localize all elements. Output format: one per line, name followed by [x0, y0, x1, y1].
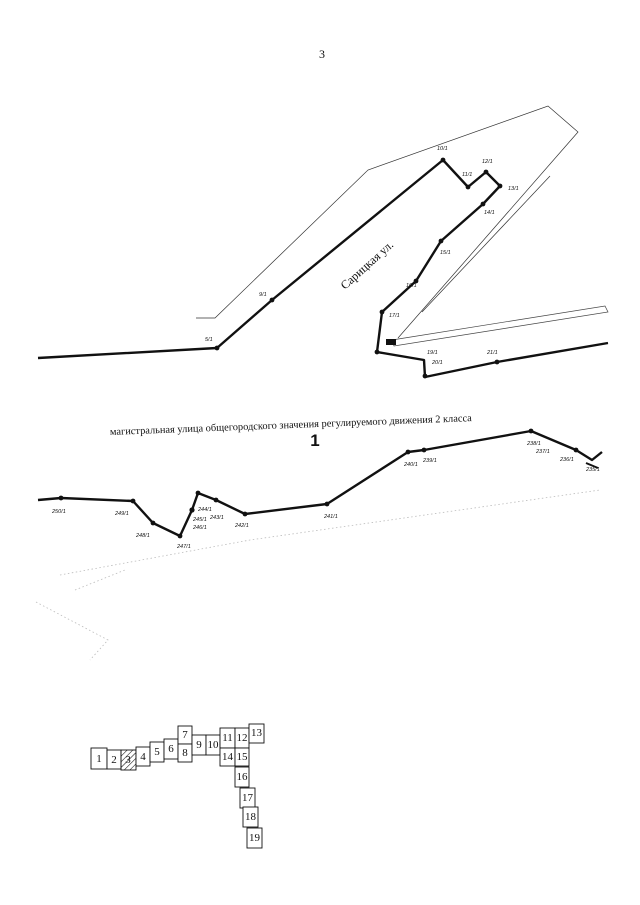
- sheet-10: 10: [205, 734, 221, 756]
- street-name: Сарицкая ул.: [338, 238, 397, 293]
- point-label-235-1: 235/1: [585, 467, 600, 473]
- point-label-13-1: 13/1: [508, 186, 519, 192]
- lower-point-markers: [58, 428, 579, 539]
- sheet-7: 7: [177, 725, 193, 745]
- sheet-9-label: 9: [196, 739, 202, 751]
- point-label-240-1: 240/1: [403, 462, 418, 468]
- side-road: [391, 305, 609, 347]
- sheet-13: 13: [248, 723, 265, 744]
- point-label-242-1: 242/1: [234, 523, 249, 529]
- sheet-8: 8: [177, 743, 193, 763]
- red-line-west: [37, 158, 609, 379]
- sheet-17-label: 17: [242, 792, 254, 804]
- point-label-20-1: 20/1: [431, 360, 443, 366]
- upper-point-markers: [214, 157, 503, 379]
- corridor-outline-left: [196, 105, 579, 339]
- sheet-8-label: 8: [182, 747, 188, 759]
- sheet-14-label: 14: [222, 751, 234, 763]
- section-number: 1: [310, 431, 319, 450]
- sheet-12: 12: [234, 727, 250, 749]
- sheet-4-label: 4: [140, 751, 146, 763]
- point-label-16-1: 16/1: [406, 283, 417, 289]
- sheet-1: 1: [90, 747, 108, 770]
- red-line-south-end: [585, 462, 599, 469]
- sheet-5-label: 5: [154, 746, 160, 758]
- sheet-2-label: 2: [111, 754, 117, 766]
- point-label-237-1: 237/1: [535, 449, 550, 455]
- sheet-index: 1 2 3 4 5 6 7 8 9 10 11 12 13 14 15 16 1…: [90, 723, 265, 849]
- sheet-15-label: 15: [237, 751, 249, 763]
- point-label-245-1: 245/1: [192, 517, 207, 523]
- point-label-248-1: 248/1: [135, 533, 150, 539]
- sheet-13-label: 13: [251, 727, 263, 739]
- point-label-21-1: 21/1: [486, 350, 498, 356]
- sheet-19: 19: [246, 827, 263, 849]
- point-label-9-1: 9/1: [259, 292, 267, 298]
- sheet-6: 6: [163, 738, 179, 760]
- sheet-11-label: 11: [222, 732, 233, 744]
- point-label-249-1: 249/1: [114, 511, 129, 517]
- point-label-236-1: 236/1: [559, 457, 574, 463]
- point-label-10-1: 10/1: [437, 146, 448, 152]
- sheet-17: 17: [239, 787, 256, 809]
- sheet-18-label: 18: [245, 811, 257, 823]
- faint-background-lines: [35, 489, 601, 661]
- sheet-12-label: 12: [237, 732, 248, 744]
- sheet-4: 4: [135, 746, 151, 767]
- point-label-12-1: 12/1: [482, 159, 493, 165]
- point-label-5-1: 5/1: [205, 337, 213, 343]
- sheet-18: 18: [242, 806, 259, 828]
- sheet-11: 11: [219, 727, 236, 749]
- sheet-19-label: 19: [249, 832, 261, 844]
- point-label-241-1: 241/1: [323, 514, 338, 520]
- point-label-239-1: 239/1: [422, 458, 437, 464]
- point-label-11-1: 11/1: [462, 172, 472, 178]
- point-label-17-1: 17/1: [389, 313, 400, 319]
- sheet-16: 16: [234, 766, 250, 788]
- sheet-1-label: 1: [96, 753, 102, 765]
- sheet-3-current: 3: [120, 749, 137, 771]
- sheet-10-label: 10: [208, 739, 220, 751]
- sheet-5: 5: [149, 741, 165, 763]
- sheet-9: 9: [191, 734, 207, 756]
- point-label-244-1: 244/1: [197, 507, 212, 513]
- road-caption: магистральная улица общегородского значе…: [110, 413, 473, 438]
- corridor-outline-right: [421, 175, 551, 313]
- point-label-15-1: 15/1: [440, 250, 451, 256]
- sheet-6-label: 6: [168, 743, 174, 755]
- sheet-3-label: 3: [125, 754, 131, 766]
- point-label-250-1: 250/1: [51, 509, 66, 515]
- point-label-238-1: 238/1: [526, 441, 541, 447]
- sheet-7-label: 7: [182, 729, 188, 741]
- point-label-246-1: 246/1: [192, 525, 207, 531]
- point-label-19-1: 19/1: [427, 350, 438, 356]
- red-line-south: [37, 429, 603, 538]
- sheet-14: 14: [219, 747, 236, 767]
- sheet-15: 15: [234, 747, 250, 767]
- page-number: 3: [319, 47, 325, 61]
- sheet-2: 2: [106, 749, 122, 770]
- sheet-16-label: 16: [237, 771, 249, 783]
- point-label-14-1: 14/1: [484, 210, 495, 216]
- point-label-243-1: 243/1: [209, 515, 224, 521]
- point-label-247-1: 247/1: [176, 544, 191, 550]
